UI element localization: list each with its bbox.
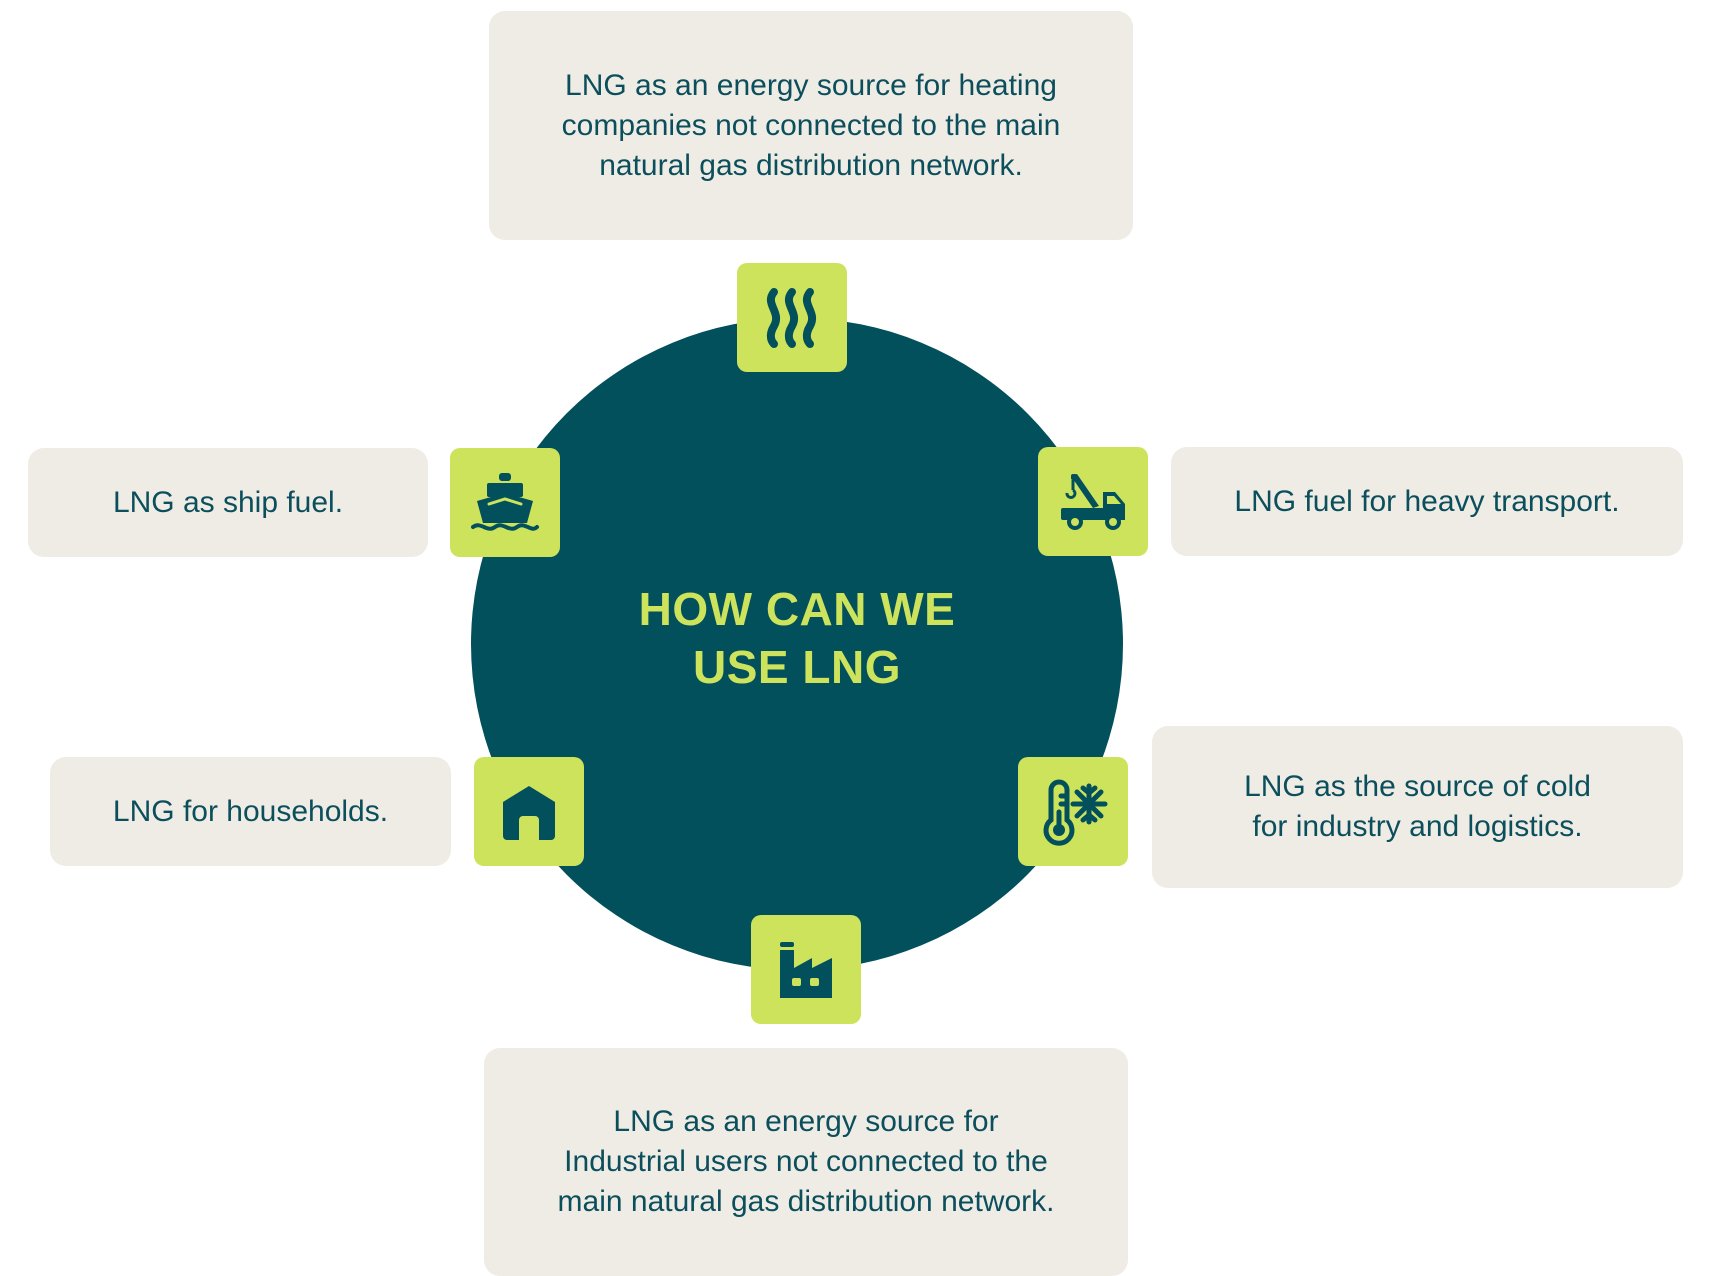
icon-tile-heating xyxy=(737,263,847,372)
use-text-cold: LNG as the source of cold for industry a… xyxy=(1244,770,1591,843)
icon-tile-ship-fuel xyxy=(450,448,560,557)
tow-truck-icon xyxy=(1061,473,1125,530)
use-box-cold: LNG as the source of cold for industry a… xyxy=(1152,726,1683,888)
use-text-households: LNG for households. xyxy=(112,794,389,828)
heat-waves-icon xyxy=(766,287,816,348)
use-text-ship-fuel: LNG as ship fuel. xyxy=(112,485,344,519)
factory-icon xyxy=(780,941,832,998)
use-box-ship-fuel: LNG as ship fuel. xyxy=(28,448,428,557)
icon-tile-households xyxy=(474,757,584,866)
ship-icon xyxy=(471,472,539,531)
icon-tile-heavy-transport xyxy=(1038,447,1148,556)
use-text-heating: LNG as an energy source for heating comp… xyxy=(561,68,1061,182)
use-box-industrial: LNG as an energy source for Industrial u… xyxy=(484,1048,1128,1276)
center-title: HOW CAN WE USE LNG xyxy=(638,583,956,693)
use-box-heating: LNG as an energy source for heating comp… xyxy=(489,11,1133,240)
icon-tile-cold xyxy=(1018,757,1128,866)
house-icon xyxy=(503,785,555,840)
icon-tile-industrial xyxy=(751,915,861,1024)
thermometer-snowflake-icon xyxy=(1043,779,1108,846)
use-box-heavy-transport: LNG fuel for heavy transport. xyxy=(1171,447,1683,556)
use-text-heavy-transport: LNG fuel for heavy transport. xyxy=(1234,484,1620,518)
use-text-industrial: LNG as an energy source for Industrial u… xyxy=(557,1105,1055,1218)
use-box-households: LNG for households. xyxy=(50,757,451,866)
